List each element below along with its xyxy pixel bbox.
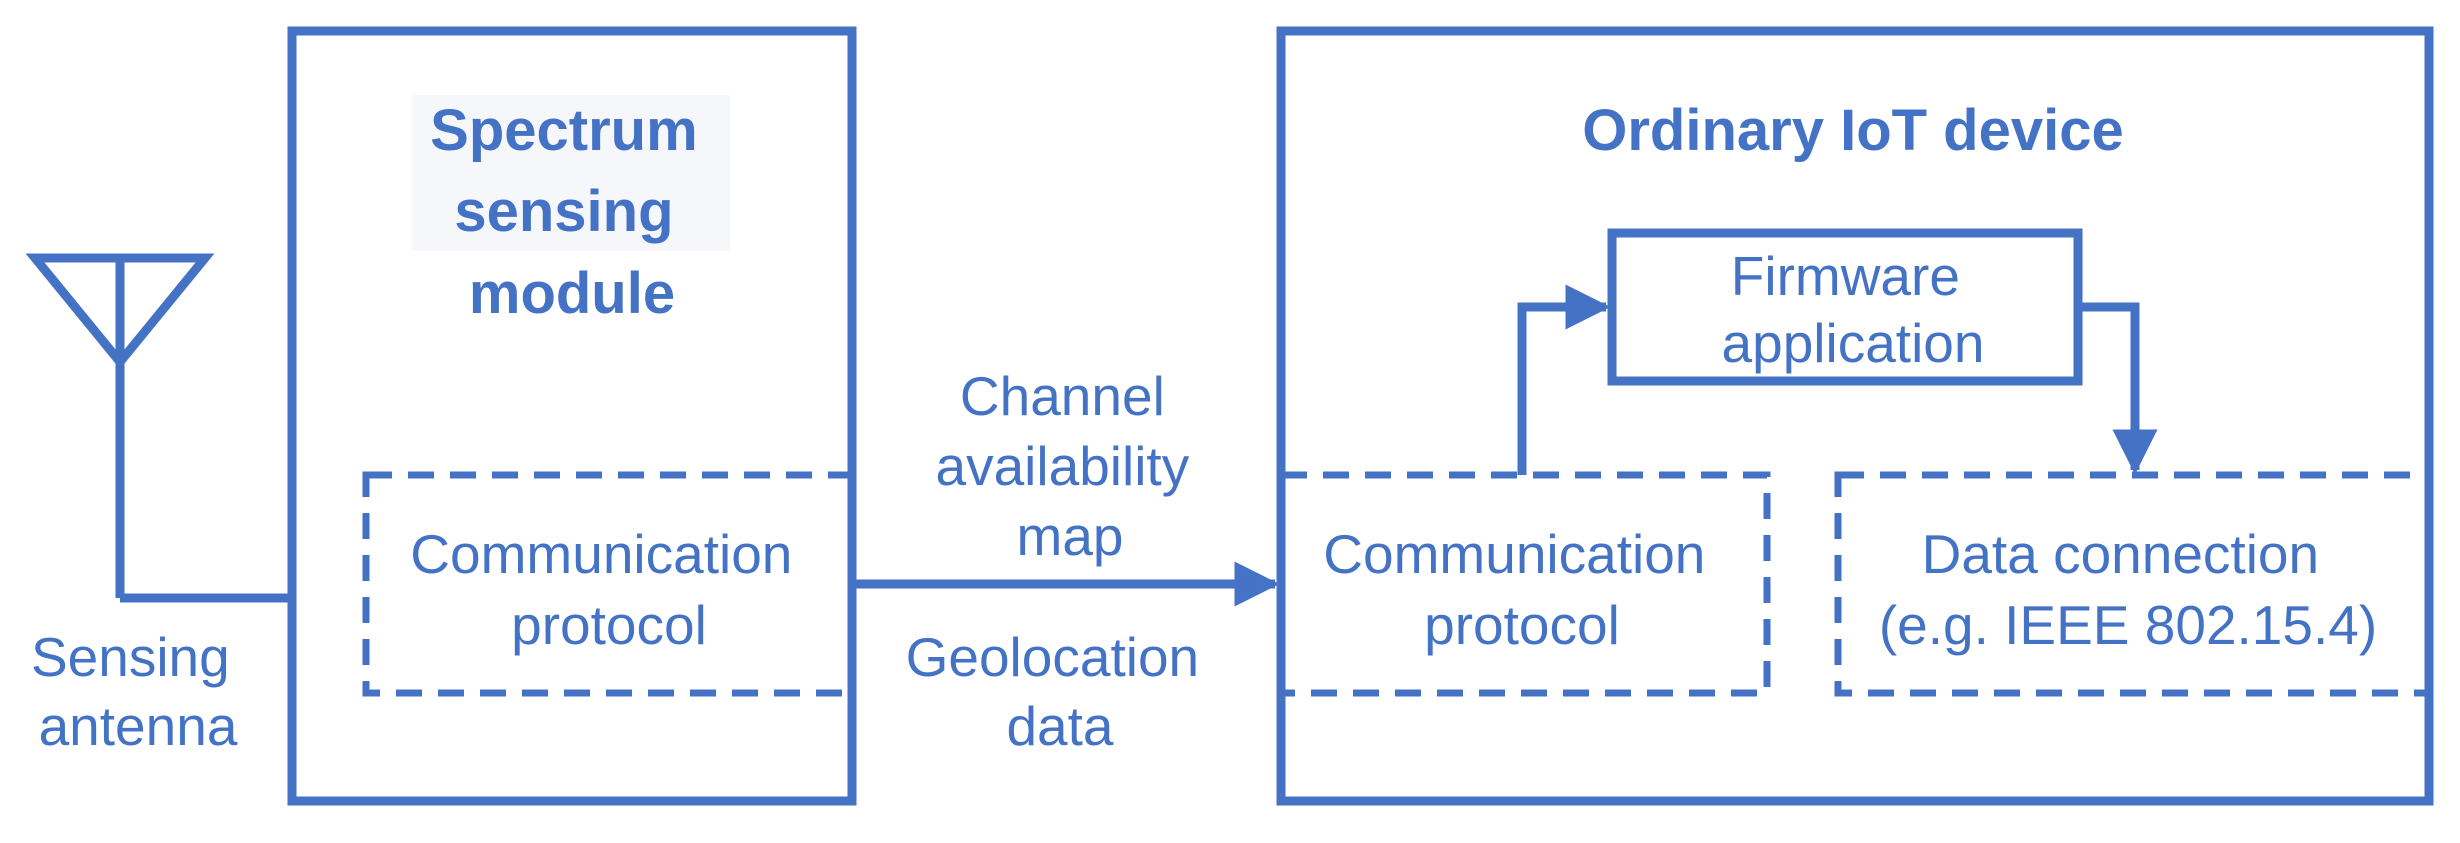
right-protocol-label: Communication protocol [1323,523,1720,656]
left-protocol-label: Communication protocol [410,523,807,656]
data-connection-box [1834,471,2433,697]
spectrum-sensing-module-box [287,26,857,806]
right-communication-protocol-box [1277,471,1771,697]
data-connection-label: Data connection (e.g. IEEE 802.15.4) [1879,523,2377,656]
antenna-icon [25,253,292,603]
iot-device-box [1276,26,2434,806]
antenna-label: Sensing antenna [31,626,245,757]
firmware-to-data-arrow [2078,302,2158,475]
spectrum-module-title: Spectrum sensing module [430,98,714,326]
firmware-label: Firmware application [1722,245,1985,374]
protocol-to-firmware-arrow [1517,284,1611,475]
link-bottom-label: Geolocation data [906,626,1215,757]
iot-device-title: Ordinary IoT device [1582,98,2124,163]
spectrum-title-highlight [412,95,730,251]
link-top-label: Channel availability map [935,365,1204,567]
